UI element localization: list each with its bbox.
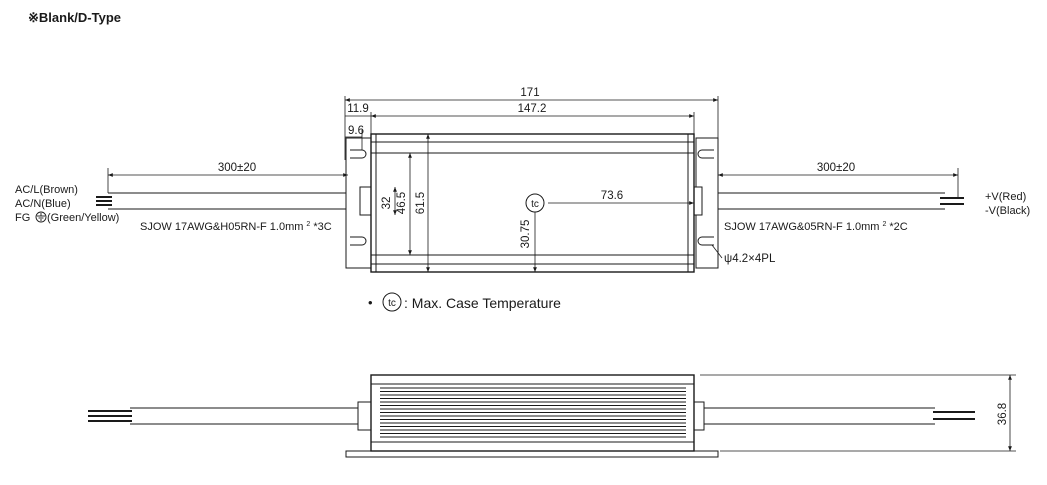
svg-text:tc: tc [388,298,396,309]
dim-46-5: 46.5 [396,192,408,214]
wire-label-acl: AC/L(Brown) [15,184,78,196]
svg-text:tc: tc [531,199,539,210]
dim-hole: ψ4.2×4PL [724,253,776,265]
wire-label-vpos: +V(Red) [985,191,1026,203]
ground-icon [35,211,47,223]
dim-36-8: 36.8 [997,403,1009,425]
wire-label-fg-color: (Green/Yellow) [47,212,119,224]
dim-32: 32 [381,197,393,210]
dim-overall-length: 171 [520,87,539,99]
svg-text:•: • [368,295,373,310]
left-wire-ends [96,196,112,206]
dim-73-6: 73.6 [601,190,623,202]
dim-11-9: 11.9 [347,103,369,115]
side-dimension [700,374,1016,452]
side-view-fins [380,387,686,438]
wire-label-acn: AC/N(Blue) [15,198,71,210]
drawing-title: ※Blank/D-Type [28,10,121,25]
right-wire-ends [940,197,964,205]
legend: • tc : Max. Case Temperature [368,292,561,312]
dim-30-75: 30.75 [520,220,532,249]
wire-label-vneg: -V(Black) [985,205,1030,217]
dim-cable-left: 300±20 [218,162,256,174]
dim-cable-right: 300±20 [817,162,855,174]
svg-text:: Max. Case Temperature: : Max. Case Temperature [404,295,561,311]
top-dimensions [107,96,959,272]
dim-body-length: 147.2 [518,103,547,115]
tc-symbol: tc [525,193,545,213]
dim-61-5: 61.5 [415,192,427,214]
wire-label-fg: FG [15,212,30,224]
dim-9-6: 9.6 [348,125,364,137]
